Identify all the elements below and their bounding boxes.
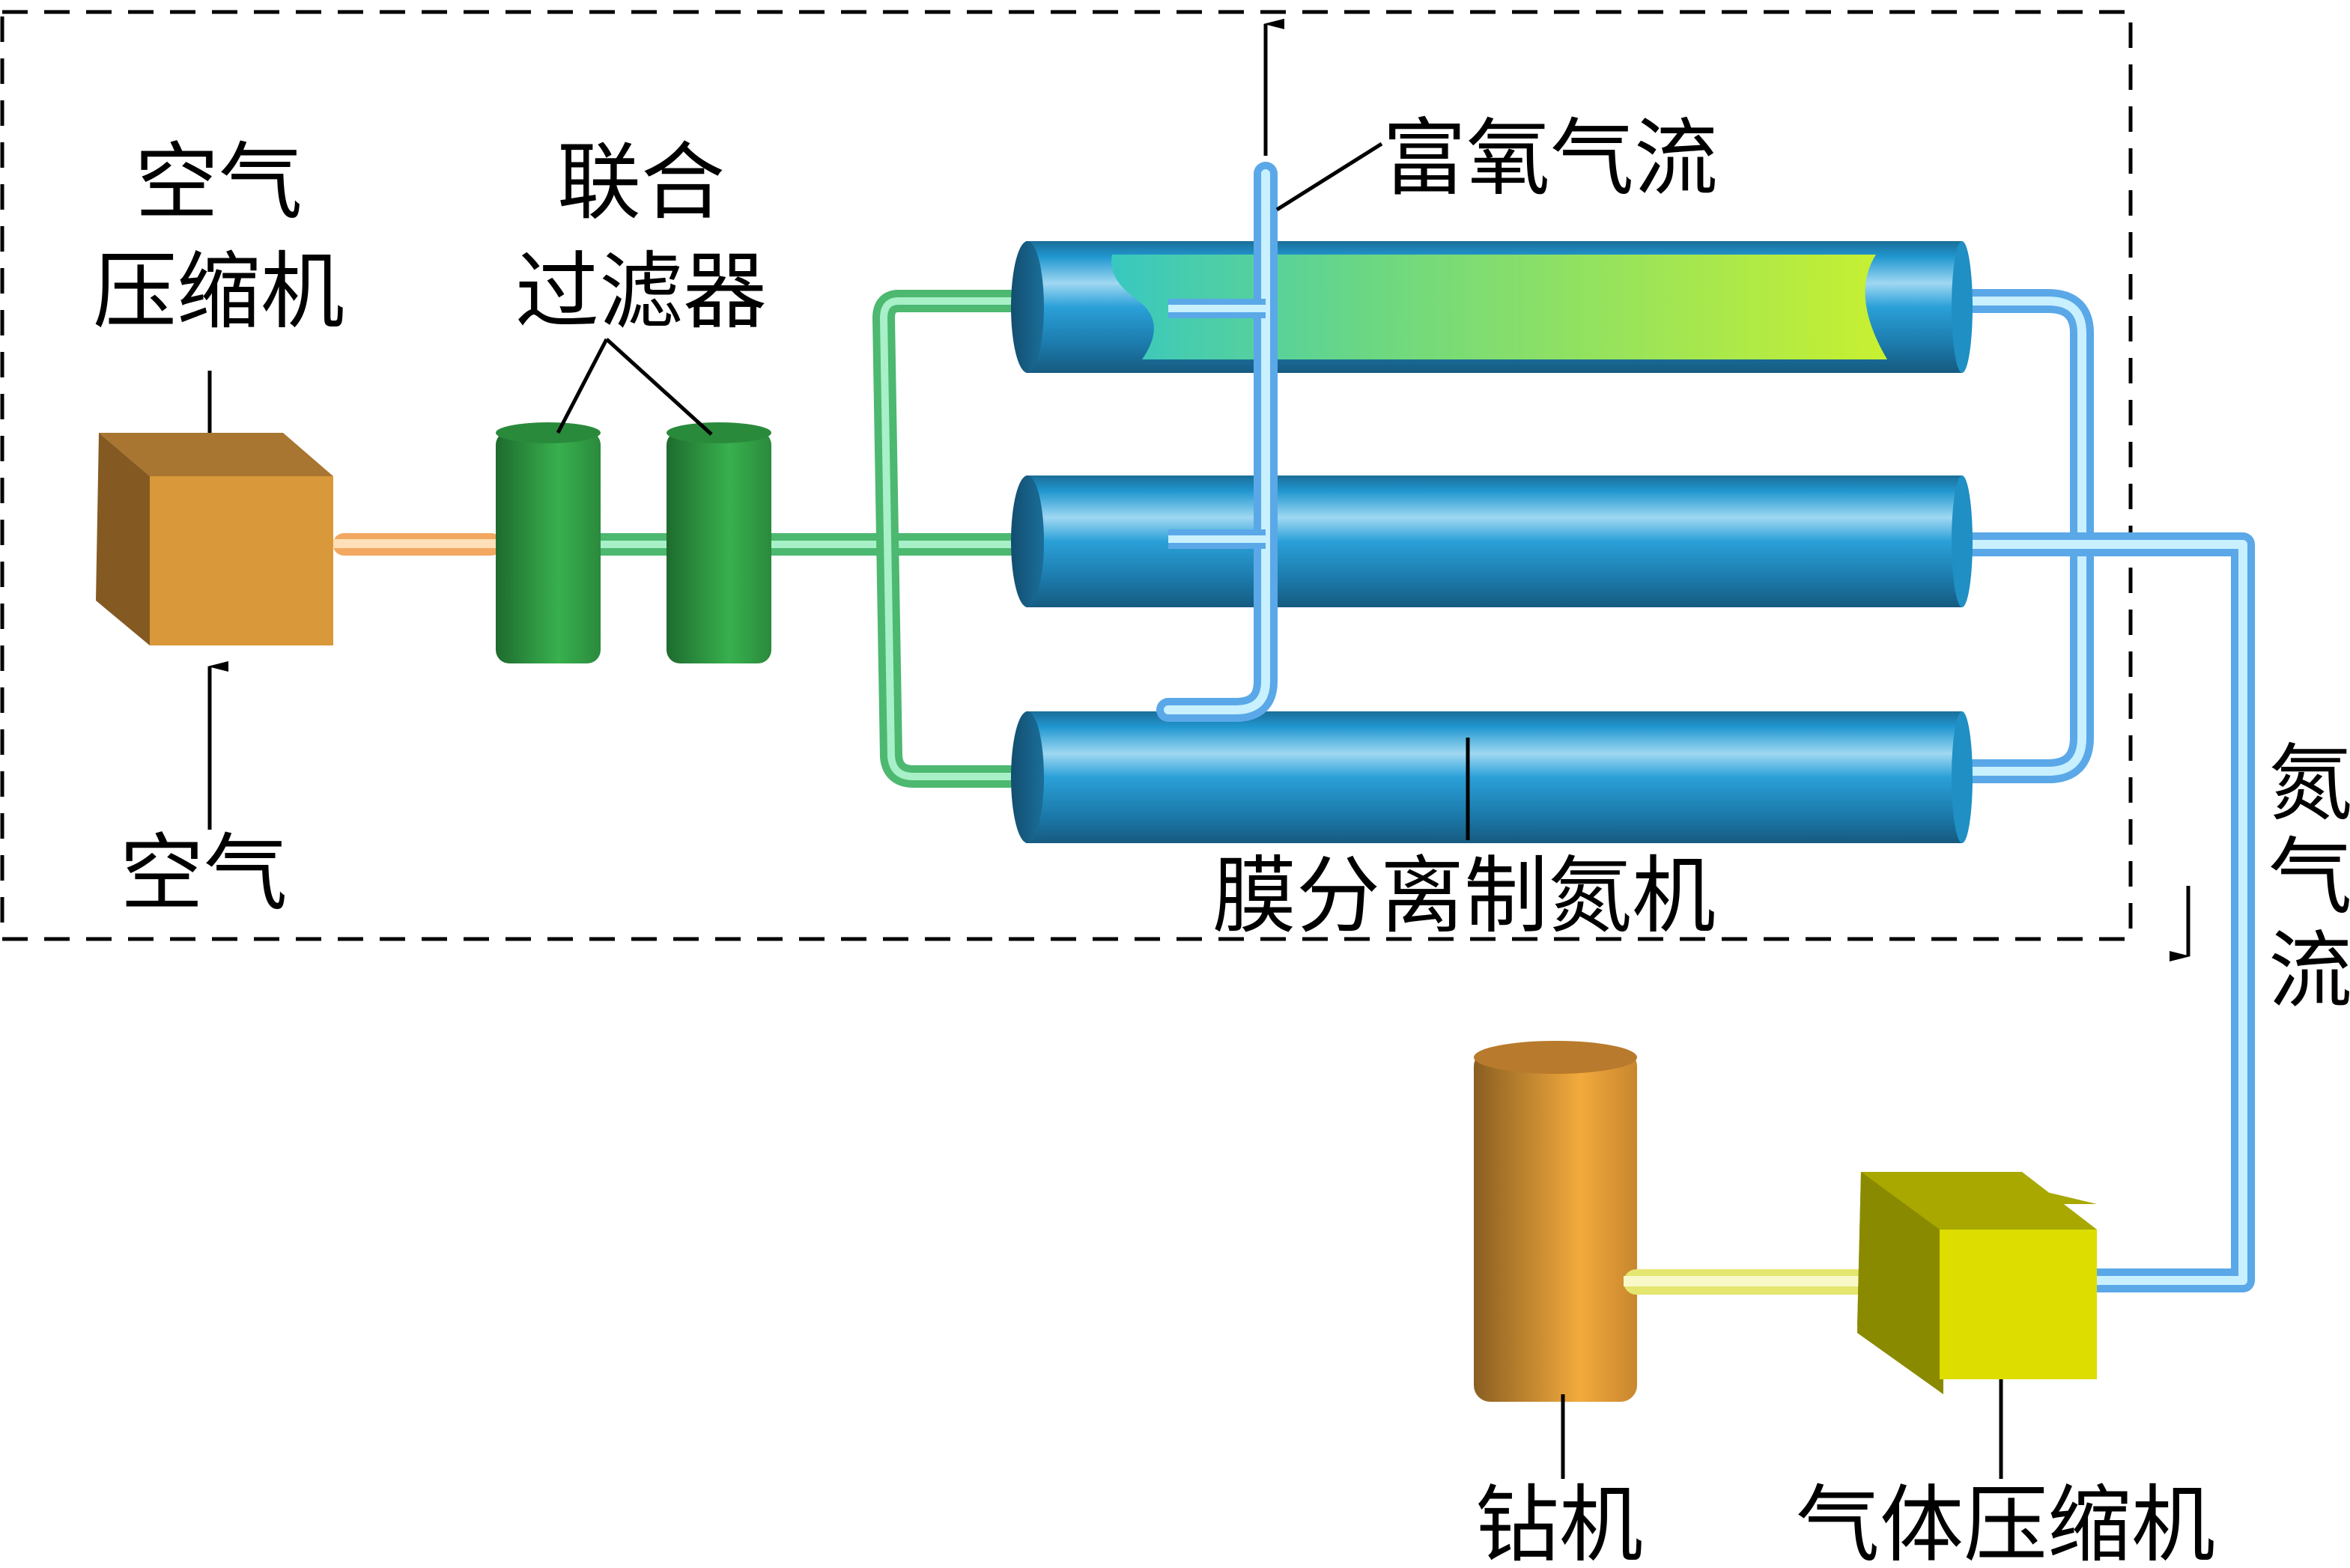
label-air-compressor-line1: 空气 [135, 134, 303, 231]
label-coalescing-filter-line1: 联合 [557, 134, 725, 231]
air-pipe [333, 533, 502, 556]
system-boundary [0, 10, 2133, 941]
flow-arrows [207, 19, 2190, 961]
leader-lines [207, 142, 2003, 1479]
label-drilling-rig: 钻机 [1475, 1477, 1643, 1568]
coalescing-filter-1 [496, 422, 601, 663]
label-oxygen-rich-stream: 富氧气流 [1382, 110, 1718, 207]
label-nitrogen-stream-1: 氮 [2268, 735, 2350, 833]
filtered-air-pipes [580, 290, 1033, 788]
air-compressor-box [96, 433, 333, 645]
membrane-module-2 [1011, 475, 1973, 607]
drill-feed-pipe [1624, 1269, 1895, 1295]
label-air-input: 空气 [120, 825, 288, 923]
label-air-compressor-line2: 压缩机 [93, 243, 344, 341]
label-nitrogen-stream-3: 流 [2268, 923, 2350, 1020]
label-gas-compressor: 气体压缩机 [1796, 1477, 2215, 1568]
label-coalescing-filter-line2: 过滤器 [515, 243, 767, 341]
coalescing-filter-2 [667, 422, 771, 663]
label-nitrogen-stream-2: 气 [2268, 829, 2350, 926]
nitrogen-manifold-pipe [1962, 289, 2255, 1292]
label-membrane-unit: 膜分离制氮机 [1212, 848, 1716, 945]
membrane-module-1 [1011, 241, 1973, 373]
membrane-module-3 [1011, 711, 1973, 843]
drilling-rig-cylinder [1474, 1041, 1637, 1402]
gas-compressor-box [1857, 1172, 2097, 1394]
oxygen-rich-pipe [1156, 162, 1278, 722]
